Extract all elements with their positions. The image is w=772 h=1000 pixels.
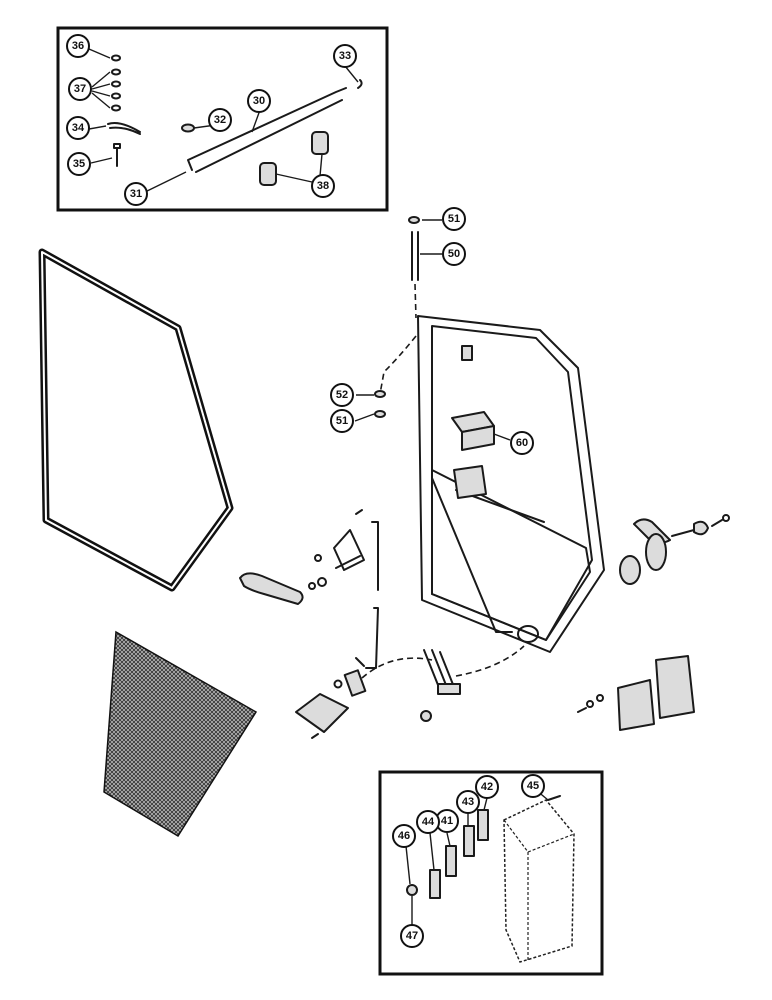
callout-31: 31 <box>124 182 148 206</box>
callout-47: 47 <box>400 924 424 948</box>
svg-text:50: 50 <box>448 248 460 260</box>
svg-text:44: 44 <box>422 816 435 828</box>
window-seal <box>38 248 234 592</box>
svg-text:31: 31 <box>130 188 142 200</box>
svg-text:32: 32 <box>214 114 226 126</box>
svg-text:33: 33 <box>339 50 351 62</box>
callout-45: 45 <box>521 774 545 798</box>
svg-text:52: 52 <box>336 389 348 401</box>
callout-51-top: 51 <box>442 207 466 231</box>
rod-washer <box>181 123 195 133</box>
door-box <box>451 411 495 451</box>
svg-text:42: 42 <box>481 781 493 793</box>
svg-text:37: 37 <box>74 83 86 95</box>
callout-43: 43 <box>456 790 480 814</box>
cab-door <box>417 315 605 653</box>
outside-handle-lock <box>619 514 730 585</box>
foam-pad <box>503 799 575 963</box>
cotter-pin <box>107 122 141 135</box>
svg-text:51: 51 <box>336 415 348 427</box>
svg-text:41: 41 <box>441 815 453 827</box>
callout-44: 44 <box>416 810 440 834</box>
striker-bracket <box>577 655 695 731</box>
svg-text:30: 30 <box>253 95 265 107</box>
callout-52: 52 <box>330 383 354 407</box>
callout-51-lower: 51 <box>330 409 354 433</box>
svg-text:45: 45 <box>527 780 539 792</box>
bolt <box>113 143 121 167</box>
inside-handle-assembly <box>239 509 525 739</box>
mesh-screen <box>103 630 258 838</box>
callout-34: 34 <box>66 116 90 140</box>
door-rod <box>187 87 347 171</box>
hinge-pin <box>374 216 420 418</box>
top-inset-panel: 36 37 34 35 32 30 31 33 <box>56 26 389 212</box>
callout-30: 30 <box>247 89 271 113</box>
svg-text:36: 36 <box>72 40 84 52</box>
latch-springs <box>423 649 461 695</box>
callout-32: 32 <box>208 108 232 132</box>
washer-set <box>111 54 121 112</box>
callout-46: 46 <box>392 824 416 848</box>
svg-text:43: 43 <box>462 796 474 808</box>
callout-50: 50 <box>442 242 466 266</box>
callout-38: 38 <box>311 174 335 198</box>
svg-text:51: 51 <box>448 213 460 225</box>
callout-37: 37 <box>68 77 92 101</box>
svg-text:38: 38 <box>317 180 329 192</box>
clip-pin <box>357 79 363 89</box>
bushings <box>259 131 329 186</box>
svg-text:34: 34 <box>72 122 85 134</box>
svg-text:35: 35 <box>73 158 85 170</box>
svg-text:60: 60 <box>516 437 528 449</box>
bottom-inset-leaders <box>405 789 549 925</box>
svg-text:47: 47 <box>406 930 418 942</box>
callout-42: 42 <box>475 775 499 799</box>
bottom-inset-panel: 45 41 42 43 44 46 47 <box>378 770 604 976</box>
callout-35: 35 <box>67 152 91 176</box>
svg-text:46: 46 <box>398 830 410 842</box>
door-leaders <box>354 219 511 441</box>
callout-33: 33 <box>333 44 357 68</box>
callout-60: 60 <box>510 431 534 455</box>
callout-36: 36 <box>66 34 90 58</box>
